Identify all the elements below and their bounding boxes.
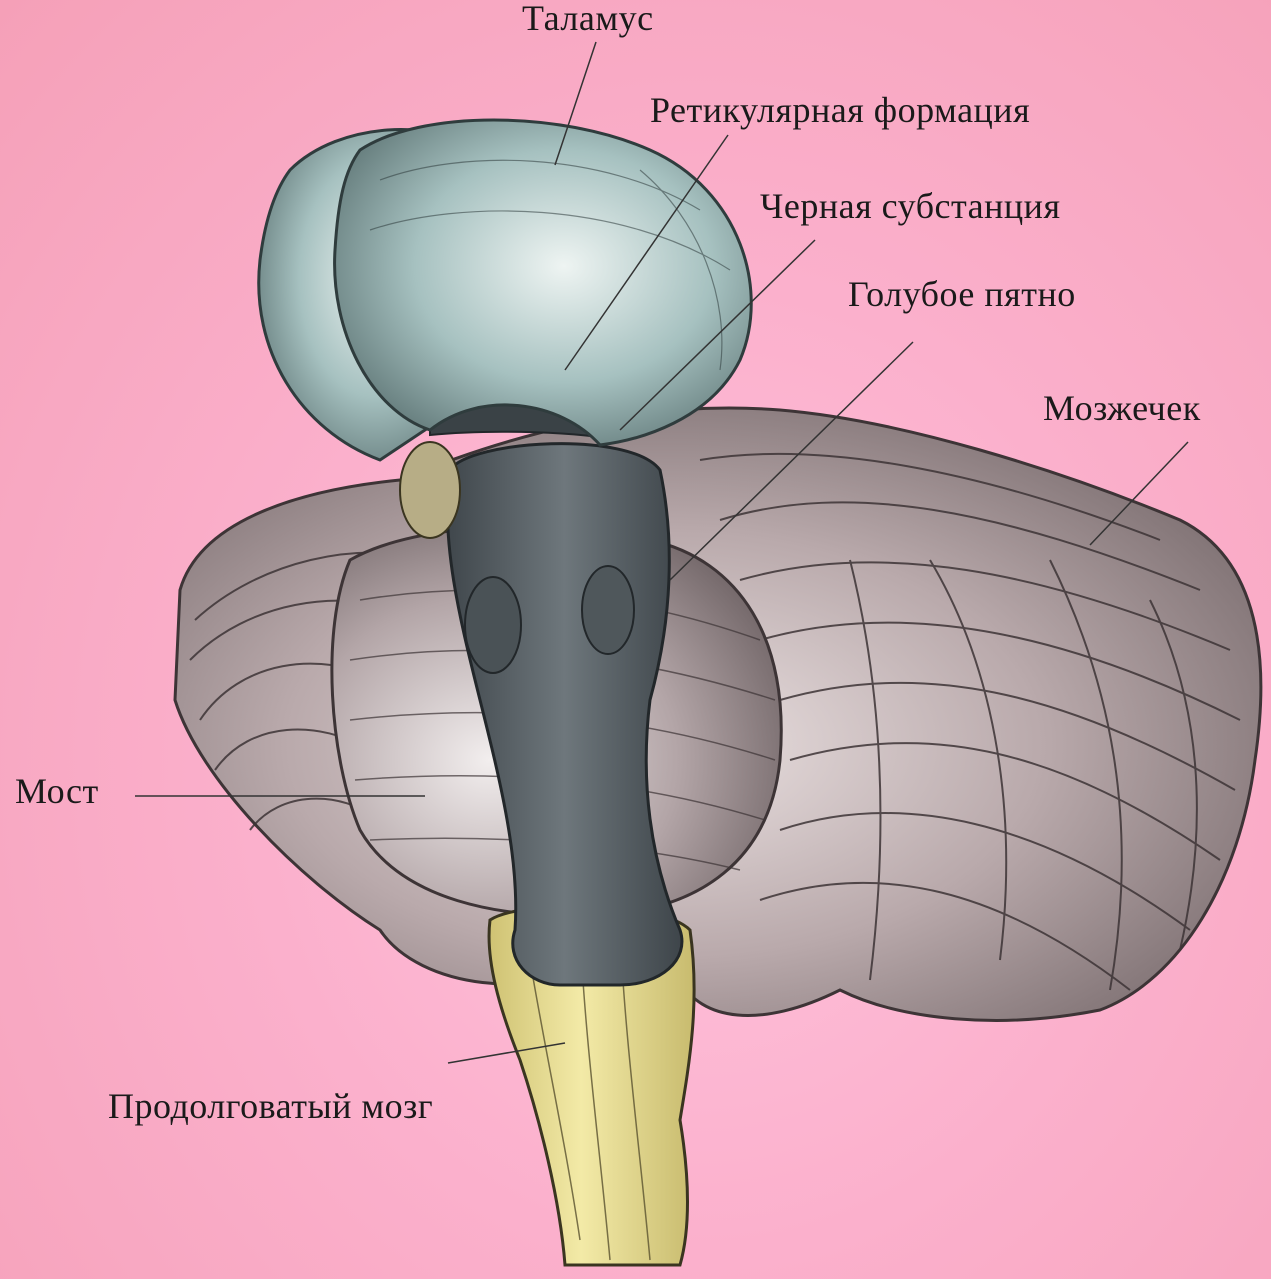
label-thalamus: Таламус	[522, 0, 654, 36]
label-pons: Мост	[15, 773, 99, 809]
label-cerebellum: Мозжечек	[1043, 390, 1201, 426]
label-medulla-oblongata: Продолговатый мозг	[108, 1088, 433, 1124]
label-substantia-nigra: Черная субстанция	[760, 188, 1061, 224]
label-reticular-formation: Ретикулярная формация	[650, 92, 1030, 128]
label-locus-coeruleus: Голубое пятно	[848, 276, 1076, 312]
